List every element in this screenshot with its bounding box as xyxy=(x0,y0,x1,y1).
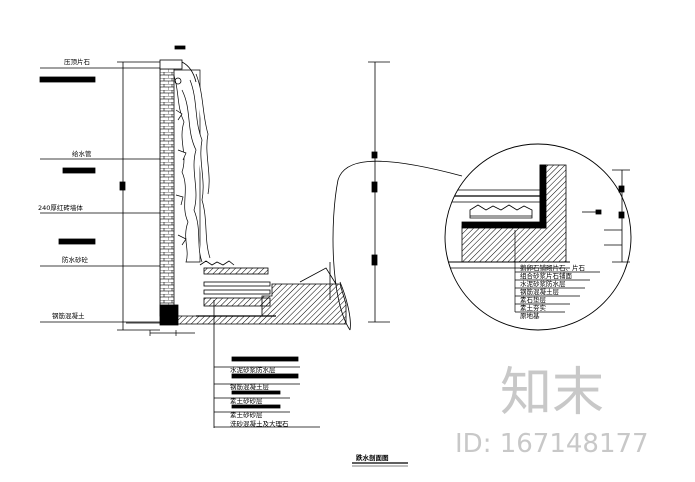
detail-label-3: 水泥砂浆防水层 xyxy=(520,279,566,288)
detail-label-leaders xyxy=(514,230,600,313)
drawing-title-block: 跌水剖面图 xyxy=(352,453,408,467)
detail-section xyxy=(445,164,570,269)
watermark-logo: 知末 xyxy=(500,363,604,423)
detail-label-2: 组合砂浆片石铺面 xyxy=(520,271,573,280)
watermark: 知末 ID: 167148177 xyxy=(455,363,649,459)
left-labels: 压顶片石 给水管 240厚红砖墙体 防水砂砼 钢筋混凝土 xyxy=(38,57,92,320)
label-brick-wall: 240厚红砖墙体 xyxy=(38,203,83,212)
callout-connector xyxy=(332,160,463,331)
left-label-leaders xyxy=(39,67,160,323)
label-bottom-1: 水泥砂浆防水层 xyxy=(230,365,276,374)
detail-dimension-line xyxy=(582,169,630,263)
watermark-id: ID: 167148177 xyxy=(455,429,649,459)
brick-wall xyxy=(159,67,175,317)
label-coping-stone: 压顶片石 xyxy=(64,57,91,66)
detail-labels: 鹅卵石铺砌片石、片石 组合砂浆片石铺面 水泥砂浆防水层 钢筋混凝土层 素石垫层 … xyxy=(520,263,586,320)
label-reinforced-concrete: 钢筋混凝土 xyxy=(52,311,85,320)
pool-foundation xyxy=(159,260,347,326)
detail-label-1: 鹅卵石铺砌片石、片石 xyxy=(520,263,586,272)
bottom-labels: 水泥砂浆防水层 钢筋混凝土层 素土砂砂层 素土砂砂层 洗砂混凝土及大理石 xyxy=(230,365,289,428)
label-bottom-4: 素土砂砂层 xyxy=(230,410,263,419)
detail-label-4: 钢筋混凝土层 xyxy=(520,287,560,296)
label-bottom-2: 钢筋混凝土层 xyxy=(230,382,270,391)
label-bottom-5: 洗砂混凝土及大理石 xyxy=(230,419,289,428)
label-bottom-3: 素土砂砂层 xyxy=(230,396,263,405)
drawing-title: 跌水剖面图 xyxy=(356,453,389,462)
coping-stone xyxy=(159,45,197,85)
stone-facing xyxy=(171,69,211,263)
bottom-label-leaders xyxy=(213,300,320,428)
ground-line xyxy=(126,322,195,336)
right-dimension-line xyxy=(368,61,390,323)
detail-label-5: 素石垫层 xyxy=(520,295,547,304)
detail-label-6: 素土夯实 xyxy=(520,303,547,312)
detail-label-7: 原地基 xyxy=(520,311,540,320)
vertical-dimension-line xyxy=(117,61,160,331)
label-waterproof-mortar: 防水砂砼 xyxy=(62,255,89,264)
label-water-pipe: 给水管 xyxy=(72,149,92,158)
